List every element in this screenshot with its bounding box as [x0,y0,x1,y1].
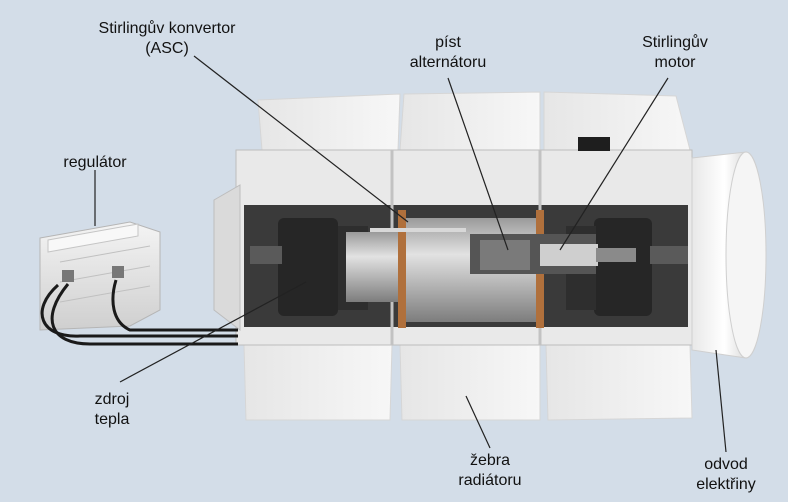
label-alternator-piston-line1: píst [435,34,461,51]
leader-heat-source [119,281,307,383]
label-radiator-fins: žebra radiátoru [430,451,550,491]
leader-lines [94,55,727,453]
label-stirling-engine: Stirlingův motor [620,33,730,73]
label-power-output-line1: odvod [704,456,748,473]
leader-radiator-fins [465,395,491,449]
leader-power-output [715,349,727,453]
label-stirling-engine-line1: Stirlingův [642,34,708,51]
label-heat-source: zdroj tepla [72,390,152,430]
label-regulator: regulátor [45,153,145,173]
label-heat-source-line1: zdroj [94,391,130,408]
label-stirling-converter-line2: (ASC) [145,40,189,57]
power-output-cap [691,151,767,359]
label-power-output: odvod elektřiny [676,455,776,495]
stirling-cylinder [250,210,688,328]
label-heat-source-line2: tepla [94,411,130,428]
label-stirling-converter-line1: Stirlingův konvertor [98,20,236,37]
regulator-cables [40,279,238,346]
leader-converter [193,55,409,223]
label-radiator-fins-line2: radiátoru [458,472,522,489]
label-alternator-piston: píst alternátoru [388,33,508,73]
heat-source-block [278,218,652,316]
label-radiator-fins-line1: žebra [469,452,511,469]
label-stirling-converter: Stirlingův konvertor (ASC) [62,19,272,59]
label-alternator-piston-line2: alternátoru [409,54,487,71]
leader-piston [447,77,509,251]
label-power-output-line2: elektřiny [696,476,756,493]
leader-engine [559,77,669,251]
label-stirling-engine-line2: motor [654,54,696,71]
label-regulator-line1: regulátor [63,154,127,171]
regulator-unit [39,221,161,331]
